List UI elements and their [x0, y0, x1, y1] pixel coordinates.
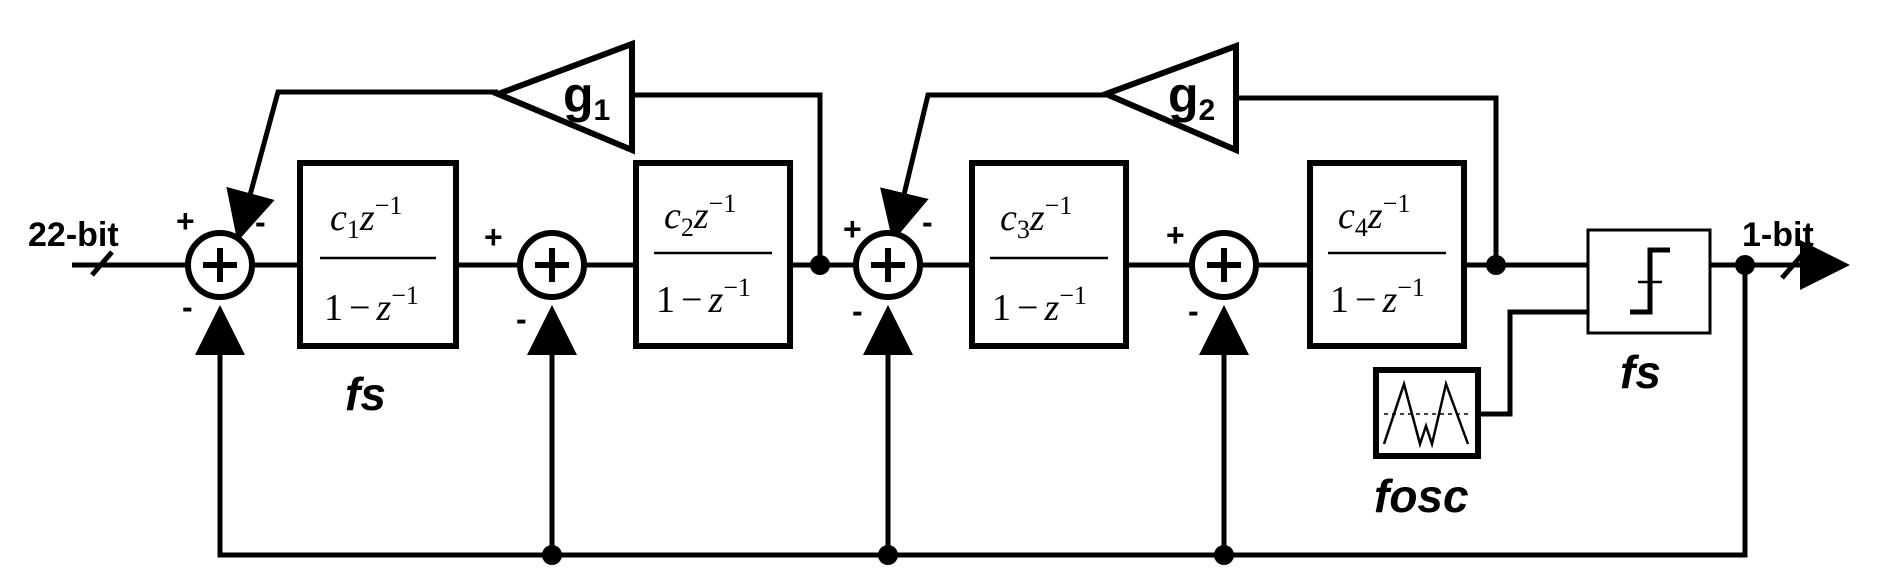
sign-minus-1: - [255, 204, 266, 240]
sign-minus-3b: - [852, 293, 863, 329]
oscillator-clock-label: fosc [1374, 470, 1469, 522]
summing-node-4 [1189, 230, 1259, 300]
oscillator-block [1373, 367, 1481, 459]
summing-node-2 [517, 230, 587, 300]
input-label: 22-bit [28, 216, 119, 254]
sign-plus-2: + [484, 219, 503, 255]
g1-feedback-wire [632, 92, 823, 265]
summing-node-3 [853, 230, 923, 300]
denominator-1: 1−z−1 [324, 281, 419, 329]
sign-plus-3: + [843, 211, 862, 247]
summing-node-1 [185, 230, 255, 300]
gain-block-g1: g1 [489, 39, 635, 155]
denominator-4: 1−z−1 [1330, 273, 1425, 321]
input-bus-slash [90, 250, 114, 277]
junction-dots [542, 255, 1755, 565]
integrator-clock-label: fs [345, 368, 386, 420]
gain-block-g2: g2 [1097, 41, 1239, 155]
triangle-wave-icon [1382, 379, 1470, 449]
output-bus-slash [1780, 253, 1804, 280]
oscillator-wire [1478, 309, 1588, 417]
quantizer-block [1586, 228, 1712, 335]
sign-minus-3: - [922, 204, 933, 240]
denominator-2: 1−z−1 [656, 273, 751, 321]
integrator-block-1: c1z−1 1−z−1 [297, 160, 459, 349]
numerator-1: c1z−1 [330, 191, 402, 244]
integrator-block-4: c4z−1 1−z−1 [1307, 160, 1467, 349]
sign-plus-1: + [176, 203, 195, 239]
sign-plus-4: + [1166, 217, 1185, 253]
sign-minus-1b: - [182, 289, 193, 325]
numerator-4: c4z−1 [1338, 189, 1410, 242]
output-label: 1-bit [1742, 216, 1814, 254]
integrator-block-3: c3z−1 1−z−1 [969, 160, 1129, 349]
numerator-3: c3z−1 [1000, 191, 1072, 244]
numerator-2: c2z−1 [664, 189, 736, 242]
quantizer-clock-label: fs [1620, 346, 1661, 398]
signal-wires [72, 89, 1850, 558]
main-feedback-loop [195, 265, 1748, 558]
gain-label-g1: g1 [563, 67, 610, 127]
denominator-3: 1−z−1 [992, 281, 1087, 329]
sign-minus-4: - [1188, 293, 1199, 329]
integrator-block-2: c2z−1 1−z−1 [633, 160, 793, 349]
sign-minus-2: - [516, 301, 527, 337]
sign-labels: + - - + - + - - + - [176, 203, 1199, 337]
gain-label-g2: g2 [1168, 67, 1215, 127]
